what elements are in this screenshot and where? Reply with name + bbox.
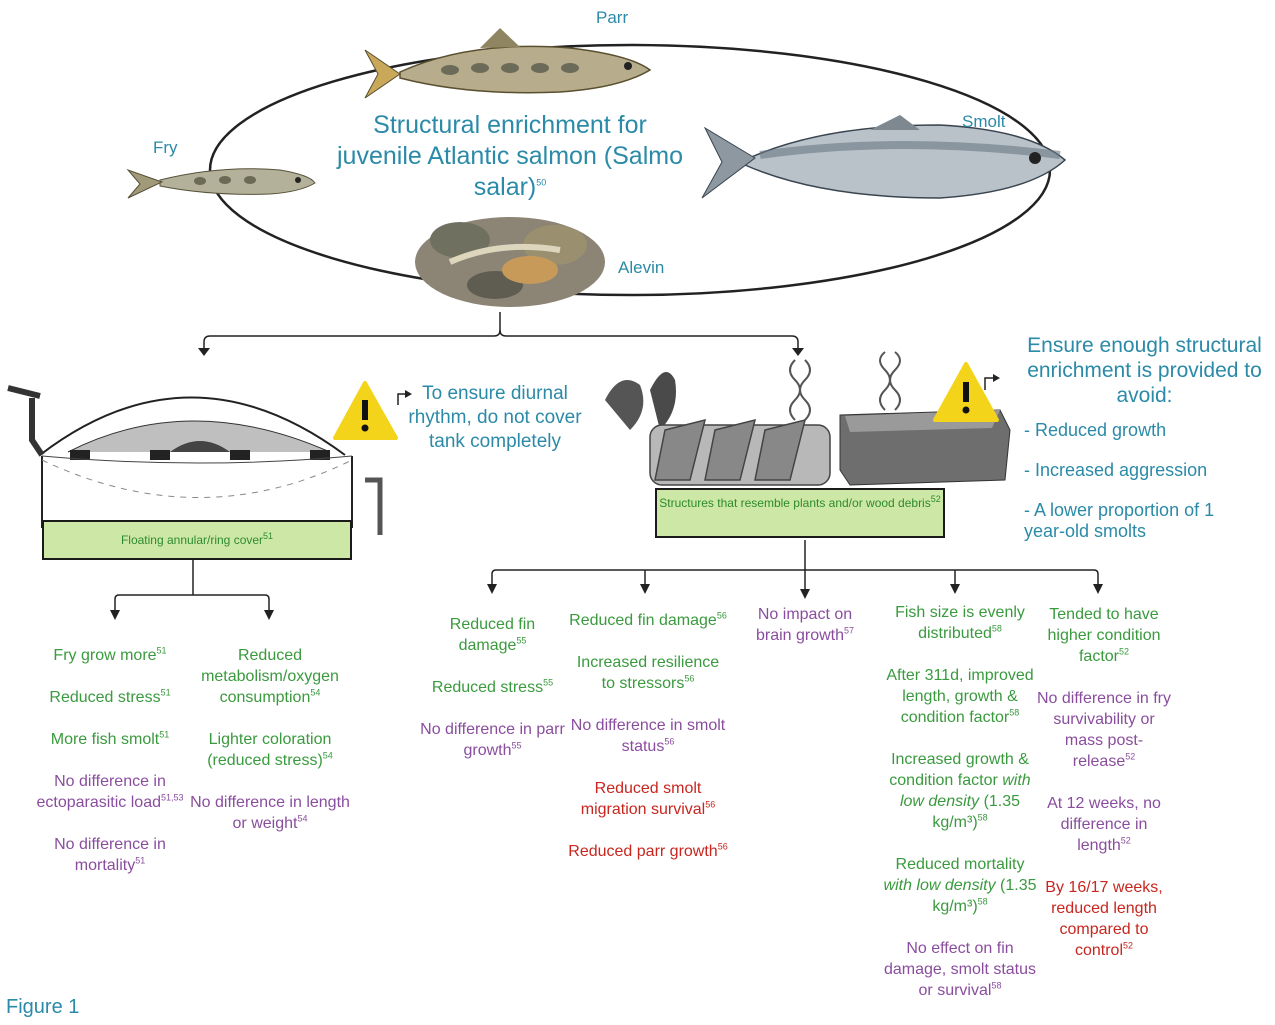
outcomes-left-col2: Reduced metabolism/oxygen consumption54 … xyxy=(190,645,350,855)
outcomes-right-col5: Tended to have higher condition factor52… xyxy=(1035,604,1173,982)
parr-fish-image xyxy=(364,28,652,99)
outcome-item: Reduced smolt migration survival56 xyxy=(580,780,716,818)
structures-image xyxy=(605,351,1011,486)
outcome-item: Reduced fin damage56 xyxy=(569,610,727,629)
outcome-item: No difference in length or weight54 xyxy=(190,794,350,832)
outcomes-right-col2: Reduced fin damage56 Increased resilienc… xyxy=(568,610,728,883)
outcome-item: Reduced parr growth56 xyxy=(568,841,728,860)
outcome-item: Reduced stress55 xyxy=(431,677,554,696)
diurnal-note: To ensure diurnal rhythm, do not cover t… xyxy=(408,383,582,452)
outcome-item: Fish size is evenly distributed58 xyxy=(895,604,1025,642)
outcome-item: Reduced mortality with low density (1.35… xyxy=(883,856,1037,915)
tank-image xyxy=(7,385,383,535)
warning-sign-icon xyxy=(333,381,398,440)
ensure-heading: Ensure enough structural enrichment is p… xyxy=(1027,334,1262,407)
outcome-item: Lighter coloration (reduced stress)54 xyxy=(207,731,333,769)
outcome-item: Reduced fin damage55 xyxy=(449,616,536,654)
right-method-box: Structures that resemble plants and/or w… xyxy=(655,488,945,538)
outcomes-right-col4: Fish size is evenly distributed58 After … xyxy=(880,602,1040,1022)
outcome-item: No difference in smolt status56 xyxy=(570,717,726,755)
outcome-item: Reduced metabolism/oxygen consumption54 xyxy=(201,647,339,706)
stage-label-parr: Parr xyxy=(596,8,629,27)
outcome-item: At 12 weeks, no difference in length52 xyxy=(1047,795,1161,854)
outcomes-right-col3: No impact on brain growth57 xyxy=(740,604,870,667)
figure-label: Figure 1 xyxy=(6,996,80,1018)
outcome-item: More fish smolt51 xyxy=(50,729,170,748)
outcomes-left-col1: Fry grow more51 Reduced stress51 More fi… xyxy=(35,645,185,897)
outcome-item: Reduced stress51 xyxy=(49,687,171,706)
outcome-item: Tended to have higher condition factor52 xyxy=(1047,606,1161,665)
outcome-item: Increased growth & condition factor with… xyxy=(889,751,1031,831)
warning-sign-icon xyxy=(933,362,999,422)
outcome-item: No effect on fin damage, smolt status or… xyxy=(883,940,1037,999)
outcome-item: No difference in fry survivability or ma… xyxy=(1037,690,1171,770)
ensure-item: - Reduced growth xyxy=(1024,420,1167,440)
stage-label-smolt: Smolt xyxy=(962,112,1006,131)
outcome-item: No impact on brain growth57 xyxy=(755,606,855,644)
alevin-gravel-image xyxy=(415,217,605,307)
smolt-fish-image xyxy=(701,115,1067,199)
outcome-item: No difference in parr growth55 xyxy=(420,721,565,759)
fry-fish-image xyxy=(126,168,316,199)
outcome-item: By 16/17 weeks, reduced length compared … xyxy=(1045,879,1163,959)
outcome-item: No difference in mortality51 xyxy=(54,836,166,874)
stage-label-fry: Fry xyxy=(153,138,178,157)
diagram-title: Structural enrichment for juvenile Atlan… xyxy=(337,111,683,201)
outcome-item: Fry grow more51 xyxy=(53,645,167,664)
ensure-item: - A lower proportion of 1 year-old smolt… xyxy=(1024,500,1215,541)
left-method-box: Floating annular/ring cover51 xyxy=(42,520,352,560)
outcome-item: No difference in ectoparasitic load51,53 xyxy=(36,773,184,811)
outcomes-right-col1: Reduced fin damage55 Reduced stress55 No… xyxy=(420,614,565,782)
ensure-item: - Increased aggression xyxy=(1024,460,1208,480)
outcome-item: Increased resilience to stressors56 xyxy=(576,654,720,692)
outcome-item: After 311d, improved length, growth & co… xyxy=(886,667,1034,726)
stage-label-alevin: Alevin xyxy=(618,258,665,277)
